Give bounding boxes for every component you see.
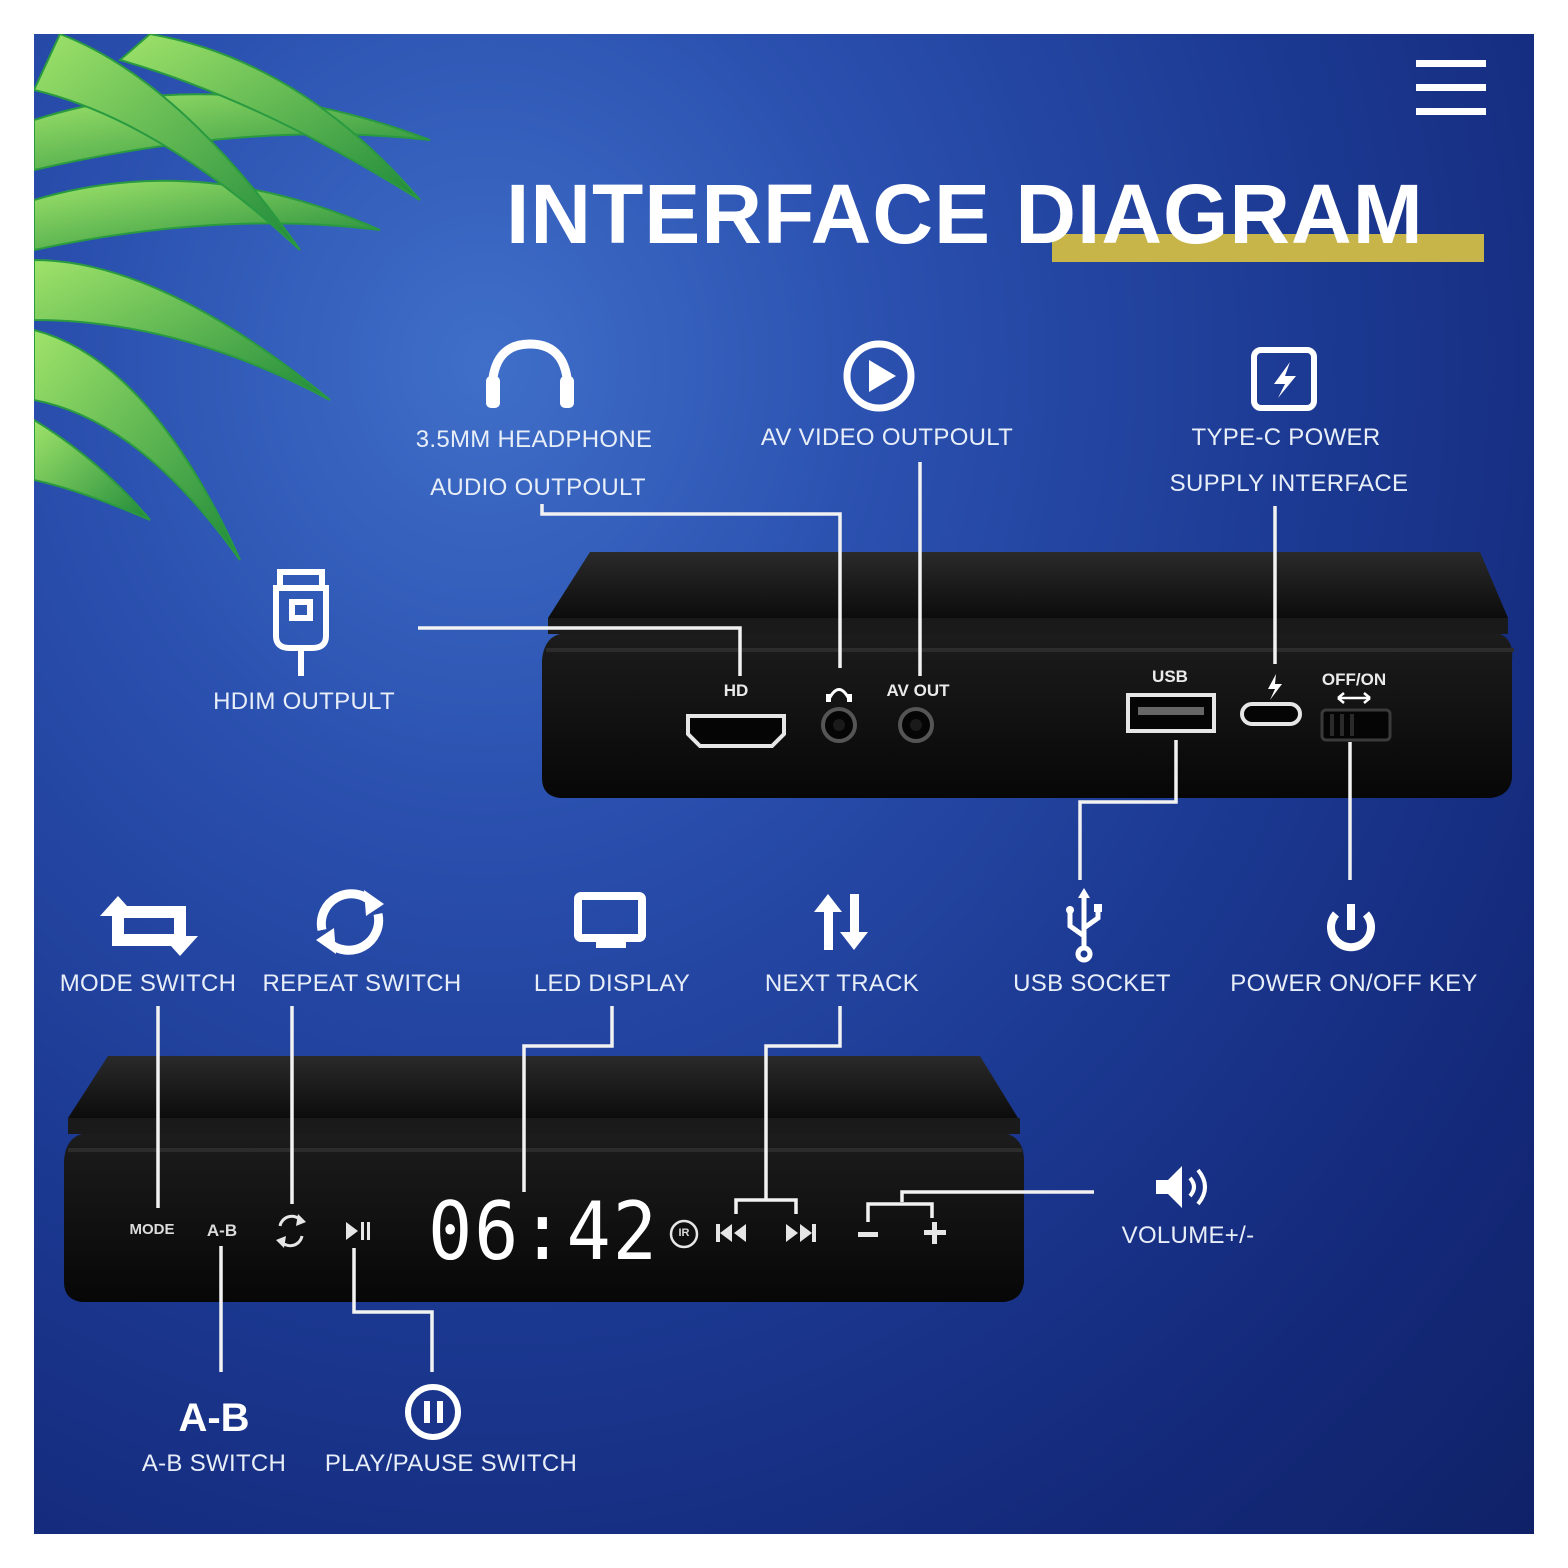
title-underline <box>1052 234 1484 262</box>
play-circle-icon <box>843 340 915 412</box>
power-icon <box>1327 904 1375 952</box>
rear-hd-label: HD <box>723 681 749 700</box>
led-display-time: 06:42 <box>428 1185 659 1278</box>
led-display-label: LED DISPLAY <box>533 970 691 997</box>
type-c-label-line1: TYPE-C POWER <box>1191 424 1381 451</box>
power-slide-switch <box>1320 708 1392 742</box>
front-mode-button-label: MODE <box>129 1221 175 1238</box>
next-track-label: NEXT TRACK <box>764 970 920 997</box>
av-video-label: AV VIDEO OUTPOULT <box>760 424 1014 451</box>
monitor-icon <box>574 892 646 948</box>
headphone-label-line2: AUDIO OUTPOULT <box>430 474 646 501</box>
usb-socket-label: USB SOCKET <box>1013 970 1171 997</box>
headphone-icon <box>486 339 574 408</box>
type-c-label-line2: SUPPLY INTERFACE <box>1169 470 1409 497</box>
rear-device <box>542 552 1514 798</box>
page-title: INTERFACE DIAGRAM <box>506 167 1424 261</box>
power-key-label: POWER ON/OFF KEY <box>1230 970 1478 997</box>
ab-switch-label: A-B SWITCH <box>141 1450 287 1477</box>
rear-av-out-label: AV OUT <box>886 681 950 700</box>
rear-off-on-label: OFF/ON <box>1321 670 1387 689</box>
next-track-icon <box>814 894 868 950</box>
front-ab-button-label: A-B <box>206 1221 238 1240</box>
callout-lines <box>156 462 1352 1372</box>
palm-leaf <box>34 34 431 561</box>
type-c-power-icon <box>1251 347 1317 411</box>
volume-icon <box>1156 1166 1207 1208</box>
type-c-port <box>1240 702 1302 726</box>
repeat-switch-label: REPEAT SWITCH <box>262 970 462 997</box>
mode-switch-label: MODE SWITCH <box>59 970 237 997</box>
menu-icon[interactable] <box>1416 60 1486 122</box>
repeat-icon <box>316 889 384 955</box>
usb-icon <box>1067 896 1101 963</box>
pause-circle-icon <box>405 1384 461 1440</box>
headphone-label-line1: 3.5MM HEADPHONE <box>415 426 653 453</box>
ab-icon-text: A-B <box>178 1396 250 1440</box>
hdmi-port <box>686 714 786 748</box>
front-device <box>64 1056 1024 1302</box>
rear-usb-label: USB <box>1152 667 1188 686</box>
front-ir-label: IR <box>678 1227 690 1239</box>
volume-label: VOLUME+/- <box>1121 1222 1255 1249</box>
play-pause-label: PLAY/PAUSE SWITCH <box>324 1450 578 1477</box>
hdmi-plug-icon <box>273 569 329 676</box>
hdmi-label: HDIM OUTPULT <box>213 688 395 715</box>
